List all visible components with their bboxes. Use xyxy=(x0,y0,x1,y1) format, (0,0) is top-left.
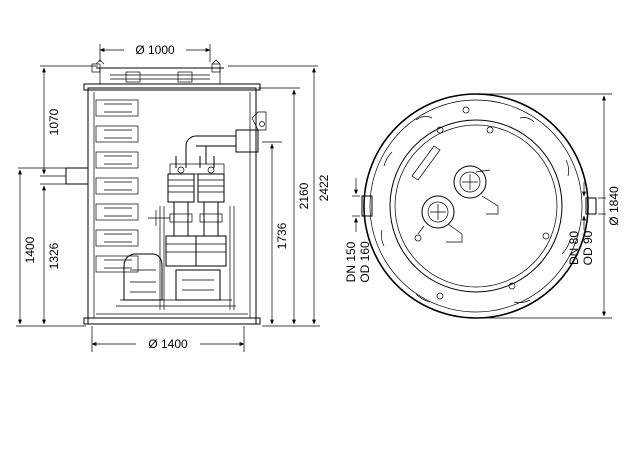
label-h-2160: 2160 xyxy=(297,182,311,209)
label-h-1326: 1326 xyxy=(47,242,61,269)
access-cover xyxy=(91,59,224,85)
label-inlet-od: OD 160 xyxy=(358,241,372,283)
plan-pump-right xyxy=(453,165,499,215)
label-h-2422: 2422 xyxy=(317,174,331,201)
pump-left xyxy=(123,253,163,301)
dim-left-heights: 1070 1326 1400 xyxy=(16,65,98,327)
plan-pump-left xyxy=(417,195,463,243)
label-bottom-diameter: Ø 1400 xyxy=(148,337,188,351)
label-h-1070: 1070 xyxy=(47,108,61,135)
dim-right-heights: 1736 2160 2422 xyxy=(228,65,331,327)
label-h-1400: 1400 xyxy=(23,236,37,263)
cable-ladder xyxy=(95,99,139,273)
plan-cable-bracket xyxy=(411,145,441,181)
tank-body xyxy=(87,87,257,325)
label-outlet-od: OD 90 xyxy=(581,230,595,265)
discharge-pipework xyxy=(148,111,267,310)
label-outlet-dn: DN 80 xyxy=(567,231,581,265)
label-plan-diameter: Ø 1840 xyxy=(607,186,621,226)
plan-view: DN 150 OD 160 DN 80 OD 90 Ø 1840 xyxy=(344,93,621,319)
label-inlet-dn: DN 150 xyxy=(344,241,358,282)
dim-top-diameter: Ø 1000 xyxy=(99,43,211,62)
dim-bottom-diameter: Ø 1400 xyxy=(91,326,245,352)
tank-inner-circle xyxy=(389,119,563,293)
dim-plan-diameter: Ø 1840 xyxy=(482,93,621,319)
label-top-diameter: Ø 1000 xyxy=(135,43,175,57)
pump-right xyxy=(175,269,221,301)
label-h-1736: 1736 xyxy=(275,222,289,249)
front-view: Ø 1000 Ø 1400 1070 1326 1400 xyxy=(16,43,331,352)
tank-top-rim xyxy=(83,83,261,91)
plan-outlet: DN 80 OD 90 xyxy=(567,182,606,265)
tank-base xyxy=(83,317,261,325)
inlet-pipe xyxy=(65,167,89,185)
tank-outer-circle xyxy=(363,93,589,319)
plan-inlet: DN 150 OD 160 xyxy=(344,178,373,283)
